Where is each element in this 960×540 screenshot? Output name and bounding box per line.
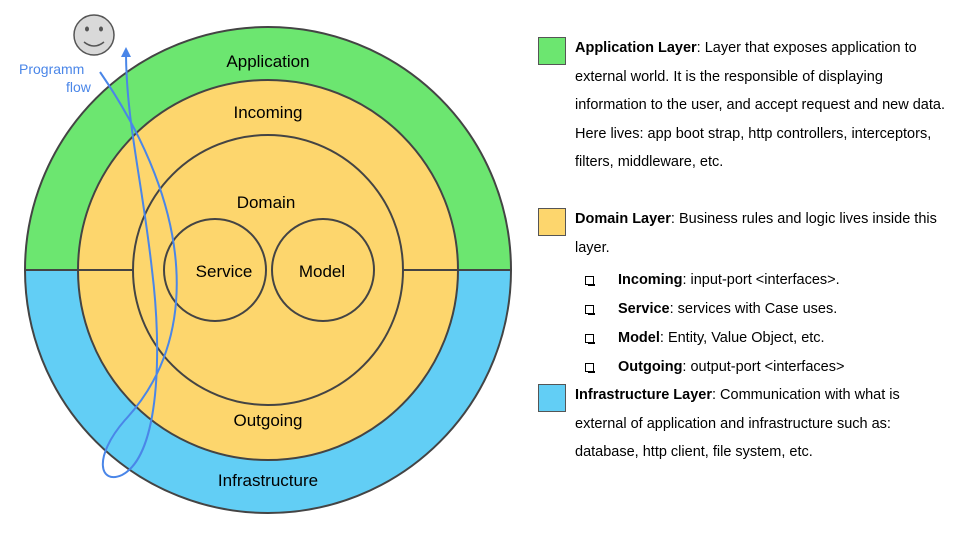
incoming-label: Incoming — [234, 103, 303, 122]
infrastructure-label: Infrastructure — [218, 471, 318, 490]
checkbox-bullet-icon — [585, 276, 595, 286]
sub-item-text: : output-port <interfaces> — [682, 359, 845, 375]
application-label: Application — [226, 52, 309, 71]
legend-application-title: Application Layer — [575, 40, 697, 56]
domain-core-circle — [132, 134, 404, 406]
legend-domain-text: Domain Layer: Business rules and logic l… — [575, 205, 945, 262]
legend-sub-item-incoming: Incoming: input-port <interfaces>. — [585, 270, 840, 290]
legend-sub-item-service: Service: services with Case uses. — [585, 299, 837, 319]
sub-item-text: : services with Case uses. — [669, 301, 838, 317]
legend-infrastructure-title: Infrastructure Layer — [575, 387, 712, 403]
domain-color-swatch — [538, 208, 566, 236]
legend-application-text: Application Layer: Layer that exposes ap… — [575, 34, 945, 177]
legend-domain-title: Domain Layer — [575, 211, 671, 227]
model-label: Model — [299, 262, 345, 281]
flow-label-line2: flow — [66, 79, 92, 95]
sub-item-title: Outgoing — [618, 359, 683, 375]
legend-infrastructure-description: : Communication with what is external of… — [575, 387, 900, 460]
legend-infrastructure-text: Infrastructure Layer: Communication with… — [575, 381, 945, 467]
checkbox-bullet-icon — [585, 363, 595, 373]
domain-label: Domain — [237, 193, 296, 212]
flow-label-line1: Programm — [19, 61, 84, 77]
sub-item-text: : input-port <interfaces>. — [682, 272, 840, 288]
outgoing-label: Outgoing — [234, 411, 303, 430]
smiley-face-icon — [73, 14, 115, 56]
service-label: Service — [196, 262, 253, 281]
legend-sub-item-outgoing: Outgoing: output-port <interfaces> — [585, 357, 844, 377]
application-color-swatch — [538, 37, 566, 65]
service-circle — [163, 218, 267, 322]
legend-application-description: : Layer that exposes application to exte… — [575, 40, 945, 170]
sub-item-title: Service — [618, 301, 670, 317]
sub-item-text: : Entity, Value Object, etc. — [659, 330, 825, 346]
model-circle — [271, 218, 375, 322]
sub-item-title: Model — [618, 330, 660, 346]
checkbox-bullet-icon — [585, 305, 595, 315]
architecture-diagram: Application Incoming Domain Service Mode… — [19, 14, 512, 514]
legend-domain-description: : Business rules and logic lives inside … — [575, 211, 937, 256]
program-flow-arrow — [99, 47, 178, 478]
legend-sub-item-model: Model: Entity, Value Object, etc. — [585, 328, 825, 348]
infrastructure-color-swatch — [538, 384, 566, 412]
sub-item-title: Incoming — [618, 272, 683, 288]
checkbox-bullet-icon — [585, 334, 595, 344]
